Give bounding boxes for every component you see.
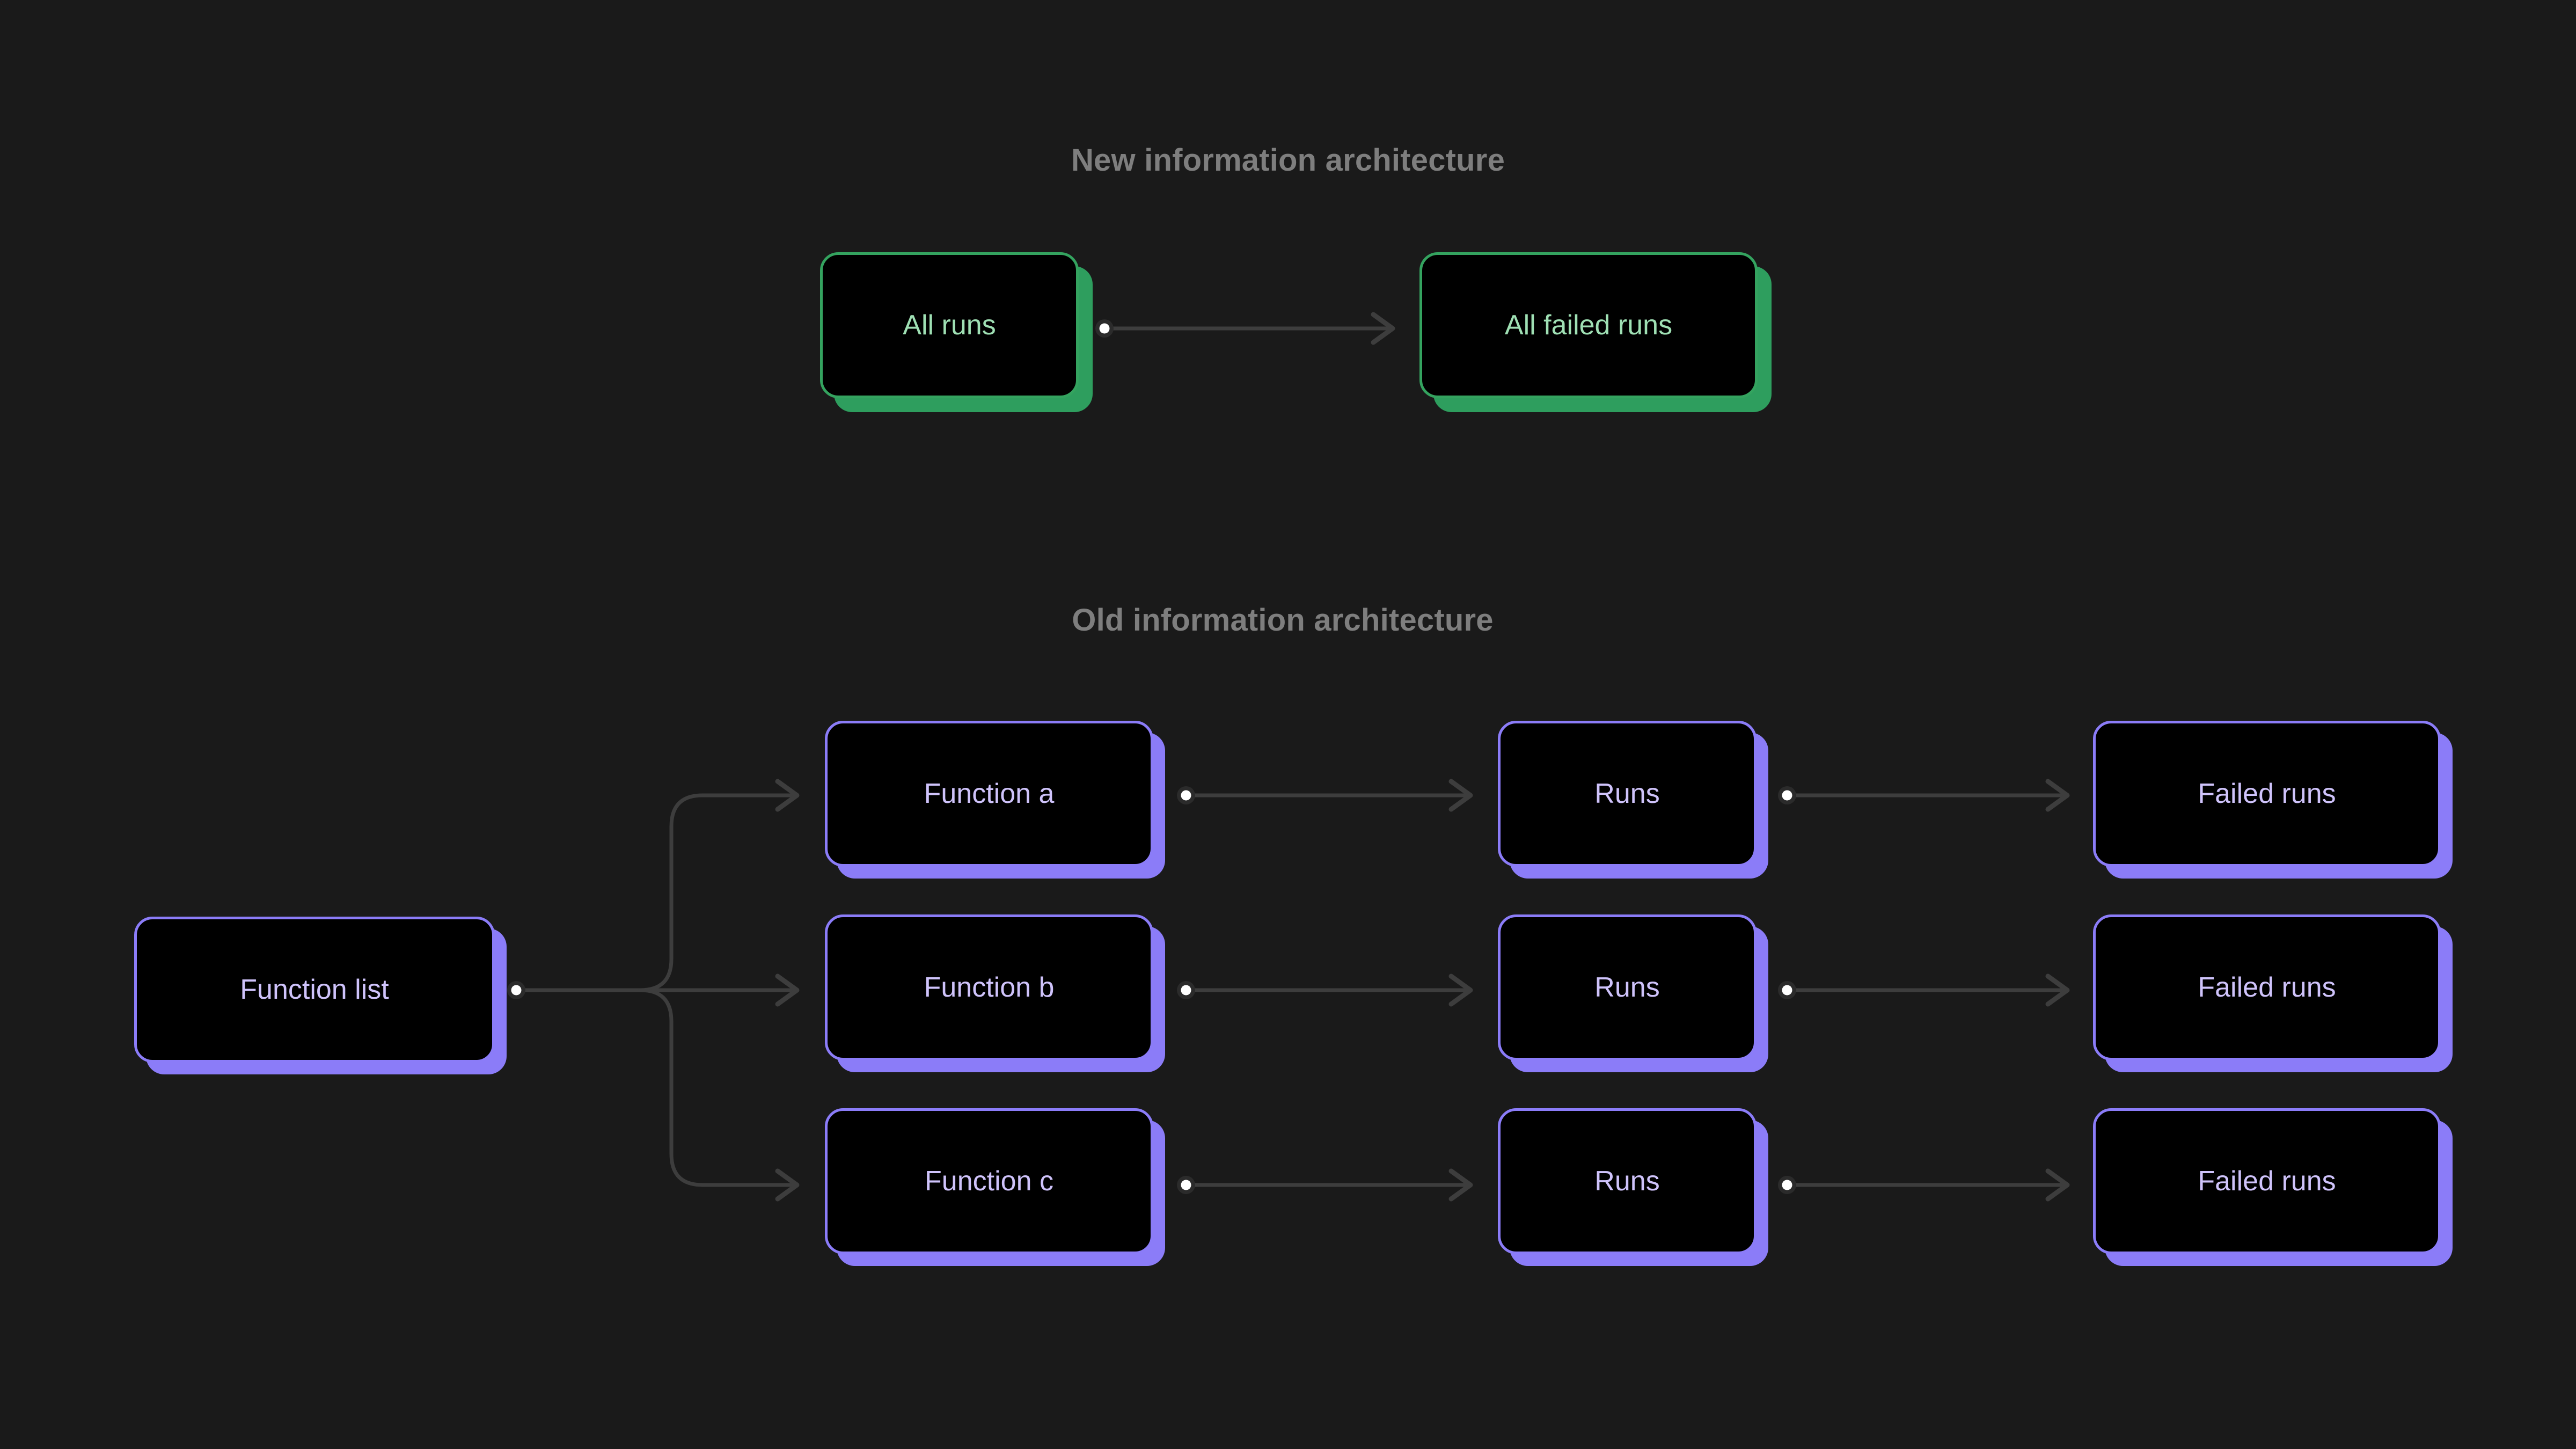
node-label: All runs <box>903 310 996 341</box>
branch-path-3 <box>638 988 797 1187</box>
connector-dot-icon <box>1181 985 1191 996</box>
node-function-a[interactable]: Function a <box>825 721 1153 867</box>
node-runs-c[interactable]: Runs <box>1498 1108 1757 1254</box>
connector-dot-icon <box>1181 790 1191 801</box>
node-label: Failed runs <box>2198 972 2336 1003</box>
node-all-runs[interactable]: All runs <box>820 252 1079 398</box>
connector-runs-c-to-failed-runs-c <box>1778 1168 2070 1202</box>
connector-dot-icon <box>1782 790 1792 801</box>
node-label: Function a <box>924 778 1055 809</box>
connector-function-b-to-runs-b <box>1177 974 1473 1007</box>
connector-dot-icon <box>1099 323 1110 334</box>
node-label: Function b <box>924 972 1055 1003</box>
node-label: Runs <box>1594 972 1660 1003</box>
node-function-b[interactable]: Function b <box>825 914 1153 1060</box>
old-architecture-title: Old information architecture <box>1072 603 1494 638</box>
node-label: Runs <box>1594 778 1660 809</box>
node-label: Failed runs <box>2198 1166 2336 1197</box>
connector-runs-a-to-failed-runs-a <box>1778 779 2070 812</box>
node-all-failed-runs[interactable]: All failed runs <box>1419 252 1758 398</box>
connector-dot-icon <box>1181 1180 1191 1190</box>
node-failed-runs-a[interactable]: Failed runs <box>2093 721 2441 867</box>
connector-all-runs-to-all-failed-runs <box>1095 312 1395 345</box>
node-function-list[interactable]: Function list <box>134 917 495 1063</box>
node-label: All failed runs <box>1504 310 1673 341</box>
node-label: Failed runs <box>2198 778 2336 809</box>
connector-dot-icon <box>511 985 522 996</box>
node-label: Runs <box>1594 1166 1660 1197</box>
arrowhead-icon <box>2045 779 2070 812</box>
arrowhead-icon <box>2045 1168 2070 1202</box>
arrowhead-icon <box>1448 974 1473 1007</box>
arrowhead-icon <box>775 974 800 1007</box>
connector-dot-icon <box>1782 985 1792 996</box>
node-runs-b[interactable]: Runs <box>1498 914 1757 1060</box>
branch-path-1 <box>638 793 797 992</box>
connector-function-c-to-runs-c <box>1177 1168 1473 1202</box>
node-failed-runs-c[interactable]: Failed runs <box>2093 1108 2441 1254</box>
arrowhead-icon <box>1371 312 1395 345</box>
arrowhead-icon <box>2045 974 2070 1007</box>
new-architecture-title: New information architecture <box>1071 143 1505 178</box>
arrowhead-icon <box>775 779 800 812</box>
connector-function-list-branch <box>507 779 800 1202</box>
node-runs-a[interactable]: Runs <box>1498 721 1757 867</box>
node-label: Function list <box>240 974 389 1005</box>
node-function-c[interactable]: Function c <box>825 1108 1153 1254</box>
node-label: Function c <box>925 1166 1053 1197</box>
connector-runs-b-to-failed-runs-b <box>1778 974 2070 1007</box>
node-failed-runs-b[interactable]: Failed runs <box>2093 914 2441 1060</box>
arrowhead-icon <box>1448 1168 1473 1202</box>
arrowhead-icon <box>775 1168 800 1202</box>
arrowhead-icon <box>1448 779 1473 812</box>
connector-function-a-to-runs-a <box>1177 779 1473 812</box>
connector-dot-icon <box>1782 1180 1792 1190</box>
